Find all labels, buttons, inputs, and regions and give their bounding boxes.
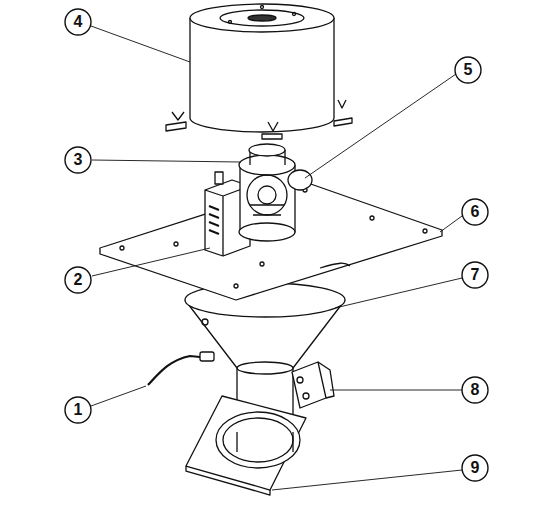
callout-number: 2 xyxy=(67,269,89,291)
callout-number: 4 xyxy=(67,11,89,33)
callout-number: 5 xyxy=(457,59,479,81)
callout-number: 7 xyxy=(464,264,486,286)
cover xyxy=(190,18,334,132)
cover-top xyxy=(190,4,334,32)
motor-face xyxy=(247,175,287,215)
motor xyxy=(240,165,295,232)
hopper-neck xyxy=(237,362,293,374)
sensor-head xyxy=(200,352,214,361)
coupling xyxy=(288,170,312,190)
callout-number: 6 xyxy=(464,201,486,223)
callout-number: 8 xyxy=(464,379,486,401)
callout-number: 3 xyxy=(67,149,89,171)
hopper-screw xyxy=(202,319,208,325)
base-plate-edge xyxy=(186,466,270,495)
flange-ring xyxy=(216,412,300,468)
callout-circles xyxy=(65,9,488,481)
callout-number: 1 xyxy=(67,399,89,421)
callout-number: 9 xyxy=(464,457,486,479)
flange-ring-inner xyxy=(223,418,293,462)
leader-lines xyxy=(91,26,462,490)
flap-bracket xyxy=(292,362,326,408)
